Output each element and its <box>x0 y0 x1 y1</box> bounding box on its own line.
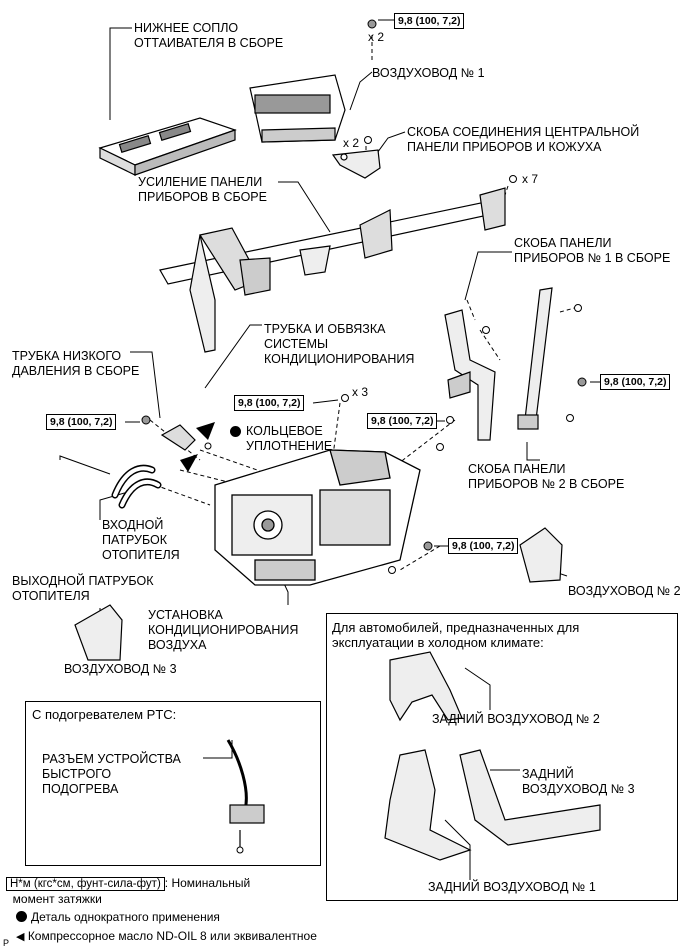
label-heater-inlet: ВХОДНОЙ ПАТРУБОК ОТОПИТЕЛЯ <box>102 518 180 562</box>
rear-ducts-part <box>384 651 601 861</box>
lower-defroster-nozzle-part <box>98 117 237 176</box>
multiplier-middle: x 3 <box>352 385 369 399</box>
label-cold-climate-title: Для автомобилей, предназначенных для экс… <box>332 620 580 650</box>
legend-compressor-oil-text: Компрессорное масло ND-OIL 8 или эквивал… <box>27 929 317 943</box>
torque-box-middle: 9,8 (100, 7,2) <box>234 395 305 411</box>
leader-reinforcement <box>278 181 331 233</box>
page-mark: P <box>3 938 10 948</box>
leader-panel-bracket1 <box>464 251 512 301</box>
label-panel-bracket1: СКОБА ПАНЕЛИ ПРИБОРОВ № 1 В СБОРЕ <box>514 236 671 265</box>
legend-torque-desc: : Номинальный момент затяжки <box>12 876 251 906</box>
torque-box-left: 9,8 (100, 7,2) <box>46 414 117 430</box>
label-heater-outlet: ВЫХОДНОЙ ПАТРУБОК ОТОПИТЕЛЯ <box>12 574 154 603</box>
label-rear-duct2: ЗАДНИЙ ВОЗДУХОВОД № 2 <box>432 712 600 726</box>
panel-bracket1-part <box>444 309 496 441</box>
single-use-marker-o-ring <box>230 426 241 437</box>
label-center-bracket: СКОБА СОЕДИНЕНИЯ ЦЕНТРАЛЬНОЙ ПАНЕЛИ ПРИБ… <box>407 125 640 154</box>
leader-low-pressure <box>130 351 161 419</box>
low-pressure-tube-part <box>160 424 196 451</box>
torque-box-top: 9,8 (100, 7,2) <box>394 13 465 29</box>
label-o-ring: КОЛЬЦЕВОЕ УПЛОТНЕНИЕ <box>246 424 333 453</box>
duct2-part <box>519 527 563 583</box>
label-duct3: ВОЗДУХОВОД № 3 <box>64 662 177 676</box>
center-bracket-part <box>331 149 381 179</box>
duct1-part <box>249 74 346 143</box>
torque-box-bottom: 9,8 (100, 7,2) <box>448 538 519 554</box>
label-ac-unit: УСТАНОВКА КОНДИЦИОНИРОВАНИЯ ВОЗДУХА <box>148 608 299 652</box>
legend-compressor-oil: ◀ Компрессорное масло ND-OIL 8 или эквив… <box>16 929 317 945</box>
label-quick-heater-connector: РАЗЪЕМ УСТРОЙСТВА БЫСТРОГО ПОДОГРЕВА <box>42 752 181 796</box>
panel-bracket2-part <box>517 287 553 430</box>
leader-panel-bracket2 <box>526 442 540 461</box>
multiplier-reinforcement: x 7 <box>522 172 539 186</box>
legend-single-use-text: Деталь однократного применения <box>31 910 220 924</box>
label-ptc-title: С подогревателем PTC: <box>32 707 177 722</box>
cold-climate-box <box>326 613 678 901</box>
leader-lower-nozzle <box>109 27 132 120</box>
multiplier-top: x 2 <box>368 30 385 44</box>
label-low-pressure-tube: ТРУБКА НИЗКОГО ДАВЛЕНИЯ В СБОРЕ <box>12 349 140 378</box>
ac-unit-part <box>214 449 421 586</box>
compressor-oil-arrows <box>180 422 215 472</box>
leader-heater-outlet <box>59 455 111 475</box>
label-reinforcement: УСИЛЕНИЕ ПАНЕЛИ ПРИБОРОВ В СБОРЕ <box>138 175 267 204</box>
legend-torque-unit: Н*м (кгс*см, фунт-сила-фут) <box>6 877 165 891</box>
label-rear-duct3: ЗАДНИЙ ВОЗДУХОВОД № 3 <box>522 767 635 796</box>
duct3-part <box>74 604 123 661</box>
label-rear-duct1: ЗАДНИЙ ВОЗДУХОВОД № 1 <box>428 880 596 894</box>
label-duct1: ВОЗДУХОВОД № 1 <box>372 66 485 80</box>
single-use-dot-icon <box>16 911 27 922</box>
torque-box-bracket: 9,8 (100, 7,2) <box>367 413 438 429</box>
label-ac-tube: ТРУБКА И ОБВЯЗКА СИСТЕМЫ КОНДИЦИОНИРОВАН… <box>264 322 415 366</box>
oil-arrow-icon: ◀ <box>16 931 25 943</box>
legend-torque: Н*м (кгс*см, фунт-сила-фут): Номинальный… <box>6 876 250 907</box>
leader-ac-tube <box>204 324 262 389</box>
torque-box-right: 9,8 (100, 7,2) <box>600 374 671 390</box>
ptc-connector-part <box>226 739 265 850</box>
multiplier-center-bracket: x 2 <box>343 136 360 150</box>
reinforcement-part <box>159 187 506 353</box>
leader-duct1 <box>349 71 373 111</box>
label-lower-nozzle: НИЖНЕЕ СОПЛО ОТТАИВАТЕЛЯ В СБОРЕ <box>134 21 284 50</box>
bolts <box>141 19 587 854</box>
leader-rear-duct1 <box>444 819 471 880</box>
ptc-heater-box <box>25 701 321 866</box>
leader-rear-duct2 <box>464 667 491 710</box>
leader-torque-mid <box>312 399 339 404</box>
label-panel-bracket2: СКОБА ПАНЕЛИ ПРИБОРОВ № 2 В СБОРЕ <box>468 462 625 491</box>
legend-single-use: Деталь однократного применения <box>16 910 220 925</box>
label-duct2: ВОЗДУХОВОД № 2 <box>568 584 681 598</box>
